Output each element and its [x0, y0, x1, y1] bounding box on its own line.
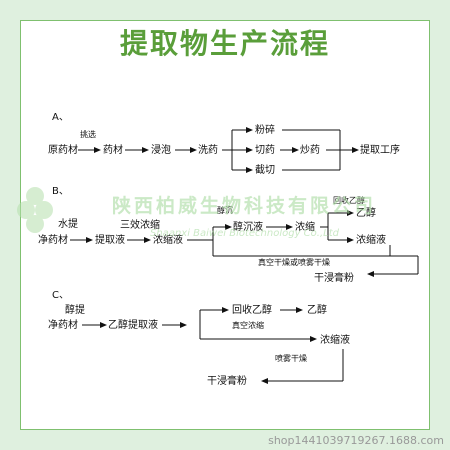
node-dry-powder: 干浸膏粉	[314, 271, 354, 284]
pick-label: 挑选	[80, 129, 96, 139]
vacuum-label: 真空浓缩	[232, 320, 264, 330]
triple-effect-label: 三效浓缩	[120, 218, 160, 231]
node-concentrate-final: 浓缩液	[356, 233, 386, 246]
node-alcohol-settle: 醇沉液	[233, 220, 263, 233]
water-extract-label: 水提	[58, 218, 78, 230]
node-crush: 粉碎	[255, 123, 275, 136]
recover-ethanol-label: 回收乙醇	[333, 195, 365, 205]
node-ethanol-extract: 乙醇提取液	[108, 318, 158, 331]
section-a-label: A、	[52, 112, 69, 123]
page-title: 提取物生产流程	[119, 27, 330, 60]
node-concentrate: 浓缩液	[153, 233, 183, 246]
node-wash: 洗药	[198, 144, 218, 156]
node-extract-process: 提取工序	[360, 143, 400, 156]
node-ethanol: 乙醇	[356, 206, 376, 219]
node-recover-ethanol: 回收乙醇	[232, 303, 272, 316]
node-extract-liquid: 提取液	[95, 233, 125, 246]
alcohol-extract-label: 醇提	[65, 303, 85, 316]
node-herb: 药材	[103, 143, 123, 156]
section-c-label: C、	[52, 290, 69, 301]
dry-method-label: 真空干燥或喷雾干燥	[258, 257, 330, 267]
node-concentrate-step: 浓缩	[295, 220, 315, 233]
section-b-label: B、	[52, 186, 69, 197]
node-dry-powder-c: 干浸膏粉	[207, 374, 247, 387]
node-soak: 浸泡	[151, 143, 171, 156]
node-concentrate-c: 浓缩液	[320, 333, 350, 346]
node-ethanol-c: 乙醇	[307, 303, 327, 316]
footer-url: shop1441039719267.1688.com	[268, 434, 444, 447]
node-clean-herb-c: 净药材	[48, 318, 78, 331]
node-slice: 切药	[255, 144, 275, 156]
node-fry: 炒药	[300, 144, 320, 156]
alcohol-settle-label: 醇沉	[217, 205, 233, 215]
node-raw-herb: 原药材	[48, 143, 78, 156]
spray-dry-label: 喷雾干燥	[275, 353, 307, 363]
node-clean-herb: 净药材	[38, 233, 68, 246]
node-cut: 截切	[255, 163, 275, 176]
